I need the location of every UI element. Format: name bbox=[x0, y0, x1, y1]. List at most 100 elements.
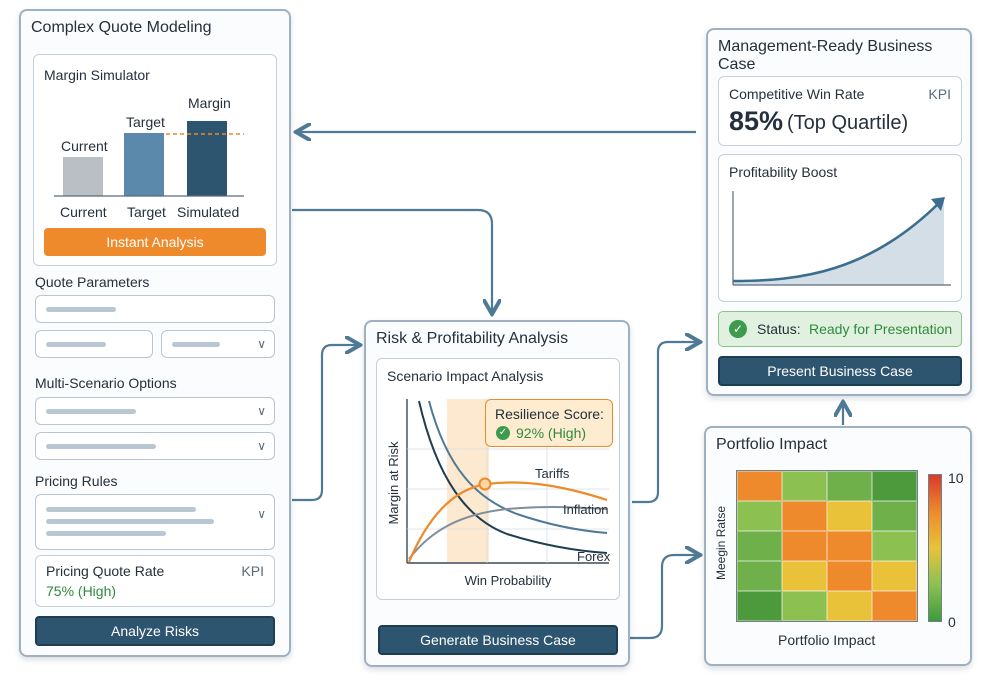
bar-top-label: Current bbox=[61, 138, 108, 154]
margin-bar-chart bbox=[54, 121, 244, 197]
heatmap-x-axis-label: Portfolio Impact bbox=[778, 632, 876, 648]
placeholder-line bbox=[46, 444, 156, 449]
profit-curve bbox=[732, 200, 942, 283]
bar-top-label: Target bbox=[126, 114, 165, 130]
quote-parameter-input[interactable] bbox=[35, 295, 275, 323]
kpi-value: 75% (High) bbox=[46, 583, 117, 599]
heatmap-cell bbox=[737, 591, 782, 621]
kpi-tag: KPI bbox=[928, 86, 951, 102]
arrow-left-to-risk bbox=[292, 345, 358, 502]
curve-inflation bbox=[408, 505, 608, 560]
portfolio-heatmap bbox=[736, 470, 918, 622]
chevron-down-icon: ∨ bbox=[257, 404, 266, 418]
bar-current bbox=[63, 157, 103, 196]
axis-label: Current bbox=[60, 204, 107, 220]
heatmap-cell bbox=[827, 591, 872, 621]
quote-parameter-field[interactable] bbox=[35, 330, 153, 358]
kpi-tag: KPI bbox=[241, 563, 264, 579]
arrow-generate-to-portfolio bbox=[618, 555, 698, 640]
resilience-score-callout: Resilience Score: ✓ 92% (High) bbox=[485, 399, 613, 447]
win-rate-kpi-card: Competitive Win Rate KPI 85% (Top Quarti… bbox=[718, 76, 962, 146]
panel-title: Complex Quote Modeling bbox=[31, 19, 212, 36]
heatmap-cell bbox=[872, 471, 917, 501]
check-circle-icon: ✓ bbox=[496, 426, 510, 440]
y-axis-label: Margin at Risk bbox=[386, 441, 401, 525]
heatmap-cell bbox=[782, 591, 827, 621]
multi-scenario-label: Multi-Scenario Options bbox=[35, 375, 177, 391]
instant-analysis-button[interactable]: Instant Analysis bbox=[44, 228, 266, 256]
panel-title: Risk & Profitability Analysis bbox=[376, 330, 569, 347]
generate-business-case-button[interactable]: Generate Business Case bbox=[378, 625, 618, 655]
placeholder-line bbox=[46, 409, 136, 414]
profitability-curve-chart bbox=[732, 191, 951, 286]
color-scale-bar bbox=[928, 474, 942, 622]
x-axis-label: Win Probability bbox=[465, 573, 552, 588]
scenario-impact-card: Scenario Impact Analysis Margin at Risk … bbox=[376, 358, 620, 600]
pricing-rules-select[interactable]: ∨ bbox=[35, 494, 275, 550]
chevron-down-icon: ∨ bbox=[257, 337, 266, 351]
arrow-modeling-to-risk bbox=[292, 208, 492, 312]
complex-quote-modeling-panel: Complex Quote Modeling Margin Simulator … bbox=[19, 9, 291, 657]
scale-min-label: 0 bbox=[948, 614, 956, 630]
curve-label-forex: Forex bbox=[577, 549, 611, 564]
analyze-risks-button[interactable]: Analyze Risks bbox=[35, 616, 275, 646]
profit-area bbox=[733, 199, 944, 285]
quote-parameters-label: Quote Parameters bbox=[35, 274, 150, 290]
curve-inflation-decline bbox=[428, 400, 608, 534]
heatmap-cell bbox=[872, 531, 917, 561]
curve-label-inflation: Inflation bbox=[563, 502, 609, 517]
heatmap-cell bbox=[737, 501, 782, 531]
heatmap-cell bbox=[782, 561, 827, 591]
bar-target bbox=[124, 133, 164, 196]
placeholder-line bbox=[46, 531, 166, 536]
status-prefix: Status: bbox=[757, 321, 801, 337]
heatmap-cell bbox=[827, 531, 872, 561]
arrow-risk-to-business bbox=[632, 342, 698, 504]
heatmap-cell bbox=[782, 501, 827, 531]
scenario-select[interactable]: ∨ bbox=[35, 397, 275, 425]
heatmap-cell bbox=[827, 471, 872, 501]
bar-top-label: Margin bbox=[188, 95, 231, 111]
check-circle-icon: ✓ bbox=[729, 320, 747, 338]
quote-parameter-select[interactable]: ∨ bbox=[161, 330, 275, 358]
chevron-down-icon: ∨ bbox=[257, 439, 266, 453]
heatmap-cell bbox=[872, 501, 917, 531]
heatmap-cell bbox=[827, 561, 872, 591]
pricing-rules-label: Pricing Rules bbox=[35, 473, 118, 489]
chart-title: Scenario Impact Analysis bbox=[387, 368, 544, 384]
axis-label: Target bbox=[127, 204, 166, 220]
heatmap-cell bbox=[737, 531, 782, 561]
curve-label-tariffs: Tariffs bbox=[535, 466, 570, 481]
callout-title: Resilience Score: bbox=[495, 406, 604, 422]
placeholder-line bbox=[46, 519, 214, 524]
panel-title: Portfolio Impact bbox=[716, 436, 828, 453]
scale-max-label: 10 bbox=[948, 470, 964, 486]
heatmap-cell bbox=[872, 561, 917, 591]
margin-simulator-card: Margin Simulator Current Target Margin C… bbox=[33, 54, 277, 266]
placeholder-line bbox=[46, 307, 116, 312]
scenario-select[interactable]: ∨ bbox=[35, 432, 275, 460]
chevron-down-icon: ∨ bbox=[257, 507, 266, 521]
heatmap-cell bbox=[872, 591, 917, 621]
present-business-case-button[interactable]: Present Business Case bbox=[718, 356, 962, 386]
intersection-marker bbox=[478, 477, 492, 491]
kpi-title: Competitive Win Rate bbox=[729, 86, 865, 102]
placeholder-line bbox=[46, 507, 196, 512]
kpi-value: 85% bbox=[729, 106, 784, 136]
pricing-quote-rate-kpi: Pricing Quote Rate KPI 75% (High) bbox=[35, 555, 275, 607]
kpi-qualifier: (Top Quartile) bbox=[787, 112, 909, 134]
axis-label: Simulated bbox=[177, 204, 240, 220]
heatmap-cell bbox=[827, 501, 872, 531]
portfolio-impact-panel: Portfolio Impact Meegin Ratse Portfolio … bbox=[704, 426, 972, 666]
status-banner: ✓ Status: Ready for Presentation bbox=[718, 311, 962, 347]
bar-simulated bbox=[187, 121, 227, 196]
status-value: Ready for Presentation bbox=[809, 321, 953, 337]
placeholder-line bbox=[46, 342, 106, 347]
profit-arrowhead bbox=[931, 197, 945, 211]
card-title: Profitability Boost bbox=[729, 164, 838, 180]
heatmap-cell bbox=[737, 471, 782, 501]
callout-value: 92% (High) bbox=[516, 425, 587, 441]
card-title: Margin Simulator bbox=[44, 67, 150, 83]
curve-forex bbox=[418, 400, 608, 554]
